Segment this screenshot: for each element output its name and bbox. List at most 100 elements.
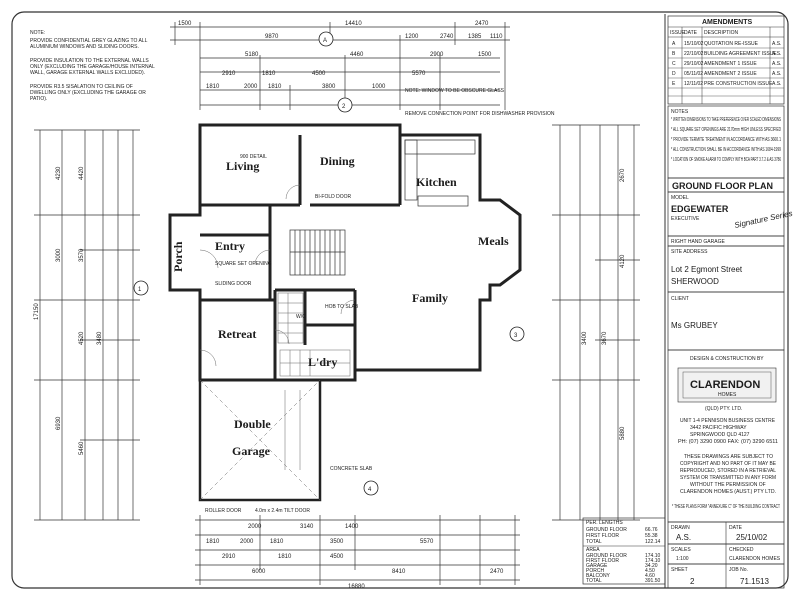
amend-b-by: A.S. bbox=[772, 51, 781, 57]
plan-note-dishwasher: REMOVE CONNECTION POINT FOR DISHWASHER P… bbox=[405, 111, 555, 117]
area-total-value: 391.50 bbox=[645, 578, 661, 584]
amend-c-date: 29/10/02 bbox=[684, 61, 704, 67]
area-balcony-value: 4.60 bbox=[645, 573, 655, 579]
top-dimensions bbox=[170, 22, 510, 110]
amend-c-desc: AMENDMENT 1 ISSUE bbox=[704, 61, 757, 67]
dim-top-row5-0: 1810 bbox=[206, 84, 220, 90]
dim-top-row2-0: 9870 bbox=[265, 34, 279, 40]
grid-marker-2 bbox=[337, 97, 353, 113]
lengths-gf-value: 66.76 bbox=[645, 527, 658, 533]
dim-top-right: 2470 bbox=[475, 21, 489, 27]
bottom-dimensions bbox=[195, 515, 520, 585]
room-meals: Meals bbox=[478, 234, 509, 248]
staircase bbox=[289, 229, 346, 276]
plan-note-sliding: SLIDING DOOR bbox=[215, 281, 252, 287]
model-name: EDGEWATER bbox=[671, 204, 729, 214]
amendments-header-description: DESCRIPTION bbox=[704, 30, 739, 36]
dim-bottom-row1-2: 1400 bbox=[345, 524, 359, 530]
dim-bottom-row2-4: 5570 bbox=[420, 539, 434, 545]
amend-d-by: A.S. bbox=[772, 71, 781, 77]
plan-note-detail: 900 DETAIL bbox=[240, 154, 267, 160]
amend-b-desc: BUILDING AGREEMENT ISSUE bbox=[704, 51, 777, 57]
dim-top-row2-3: 1385 bbox=[468, 34, 482, 40]
date-value: 25/10/02 bbox=[736, 533, 768, 542]
scales-value: 1:100 bbox=[676, 556, 689, 562]
dim-top-row3-3: 1500 bbox=[478, 52, 492, 58]
site-line2: SHERWOOD bbox=[671, 277, 719, 286]
area-total-label: TOTAL bbox=[586, 578, 602, 584]
tb-note-0: * WRITTEN DIMENSIONS TO TAKE PREFERENCE … bbox=[671, 117, 781, 123]
dim-bottom-row2-0: 1810 bbox=[206, 539, 220, 545]
builder-copyright-2: REPRODUCED, STORED IN A RETRIEVAL bbox=[680, 468, 776, 474]
note-glazing: PROVIDE CONFIDENTIAL GREY GLAZING TO ALL… bbox=[30, 38, 148, 50]
dim-left-5: 3480 bbox=[97, 331, 103, 345]
dim-top-row4-2: 4500 bbox=[312, 71, 326, 77]
grid-marker-a bbox=[318, 31, 334, 47]
dim-bottom-row1-1: 3140 bbox=[300, 524, 314, 530]
builder-pty: (QLD) PTY. LTD. bbox=[705, 406, 742, 412]
plan-note-window: NOTE: WINDOW TO BE OBSCURE GLASS bbox=[405, 88, 505, 94]
left-dimensions bbox=[34, 129, 140, 521]
grid-marker-4-label: 4 bbox=[368, 487, 372, 493]
dim-right-2: 3670 bbox=[602, 331, 608, 345]
tb-note-2: * PROVIDE TERMITE TREATMENT IN ACCORDANC… bbox=[671, 137, 781, 143]
note-insulation: PROVIDE INSULATION TO THE EXTERNAL WALLS… bbox=[30, 58, 155, 76]
dim-left-3: 3570 bbox=[79, 248, 85, 262]
dim-bottom-overall: 16880 bbox=[348, 584, 365, 590]
garage-side: RIGHT HAND GARAGE bbox=[671, 239, 725, 245]
builder-name: CLARENDON bbox=[690, 379, 760, 391]
area-garage-value: 34.20 bbox=[645, 563, 658, 569]
room-family: Family bbox=[412, 291, 448, 305]
general-notes: NOTE: PROVIDE CONFIDENTIAL GREY GLAZING … bbox=[30, 30, 155, 102]
amend-e-date: 12/11/02 bbox=[684, 81, 703, 87]
builder-copyright-5: CLARENDON HOMES (AUST.) PTY LTD. bbox=[680, 489, 776, 495]
dim-bottom-row3-2: 4500 bbox=[330, 554, 344, 560]
amend-d-date: 05/11/02 bbox=[684, 71, 703, 77]
dim-left-2: 3000 bbox=[56, 248, 62, 262]
room-retreat: Retreat bbox=[218, 327, 256, 341]
room-garage-line1: Double bbox=[234, 417, 271, 431]
area-gf-label: GROUND FLOOR bbox=[586, 553, 627, 559]
grid-marker-4 bbox=[363, 480, 379, 496]
job-label: JOB No. bbox=[729, 567, 748, 573]
amend-d-desc: AMENDMENT 2 ISSUE bbox=[704, 71, 757, 77]
grid-marker-1-label: 1 bbox=[138, 287, 142, 293]
dim-left-overall: 17150 bbox=[34, 303, 40, 320]
lengths-total-label: TOTAL bbox=[586, 539, 602, 545]
client-name: Ms GRUBEY bbox=[671, 321, 718, 330]
amend-e-by: A.S. bbox=[772, 81, 781, 87]
top-dimension-labels: 1500 14410 2470 9870 1200 2740 1385 1110… bbox=[178, 21, 503, 90]
amend-c-by: A.S. bbox=[772, 61, 781, 67]
sheet-border bbox=[11, 11, 789, 589]
areas-title: AREA bbox=[586, 547, 600, 553]
drawn-value: A.S. bbox=[676, 533, 691, 542]
dim-left-4: 4520 bbox=[79, 331, 85, 345]
dim-bottom-row2-1: 2000 bbox=[240, 539, 254, 545]
checked-label: CHECKED bbox=[729, 547, 754, 553]
dim-top-left: 1500 bbox=[178, 21, 192, 27]
room-laundry: L'dry bbox=[308, 355, 337, 369]
floor-plan bbox=[168, 123, 522, 502]
drawn-label: DRAWN bbox=[671, 525, 690, 531]
dim-bottom-row1-0: 2000 bbox=[248, 524, 262, 530]
model-variant: EXECUTIVE bbox=[671, 216, 700, 222]
builder-address-1: 3442 PACIFIC HIGHWAY bbox=[690, 425, 747, 431]
area-gf-value: 174.10 bbox=[645, 553, 661, 559]
dim-top-row2-1: 1200 bbox=[405, 34, 419, 40]
dim-top-row3-1: 4460 bbox=[350, 52, 364, 58]
left-dimension-labels: 17150 4230 4420 3000 3570 4520 3480 5460… bbox=[34, 166, 103, 455]
builder-copyright-4: WITHOUT THE PERMISSION OF bbox=[690, 482, 766, 488]
builder-address-3: PH: (07) 3290 0900 FAX: (07) 3290 6511 bbox=[678, 439, 778, 445]
grid-marker-2-label: 2 bbox=[342, 104, 346, 110]
date-label: DATE bbox=[729, 525, 743, 531]
dim-top-row2-4: 1110 bbox=[490, 34, 503, 40]
drawing-title: GROUND FLOOR PLAN bbox=[672, 181, 773, 191]
dim-right-1: 4120 bbox=[620, 254, 626, 268]
grid-marker-3 bbox=[509, 326, 525, 342]
amend-b-date: 22/10/02 bbox=[684, 51, 704, 57]
builder-contract-note: * THESE PLANS FORM "ANNEXURE C" OF THE B… bbox=[672, 504, 780, 510]
right-dimensions bbox=[552, 124, 640, 521]
area-schedule: PER. LENGTHS GROUND FLOOR 66.76 FIRST FL… bbox=[582, 517, 666, 585]
